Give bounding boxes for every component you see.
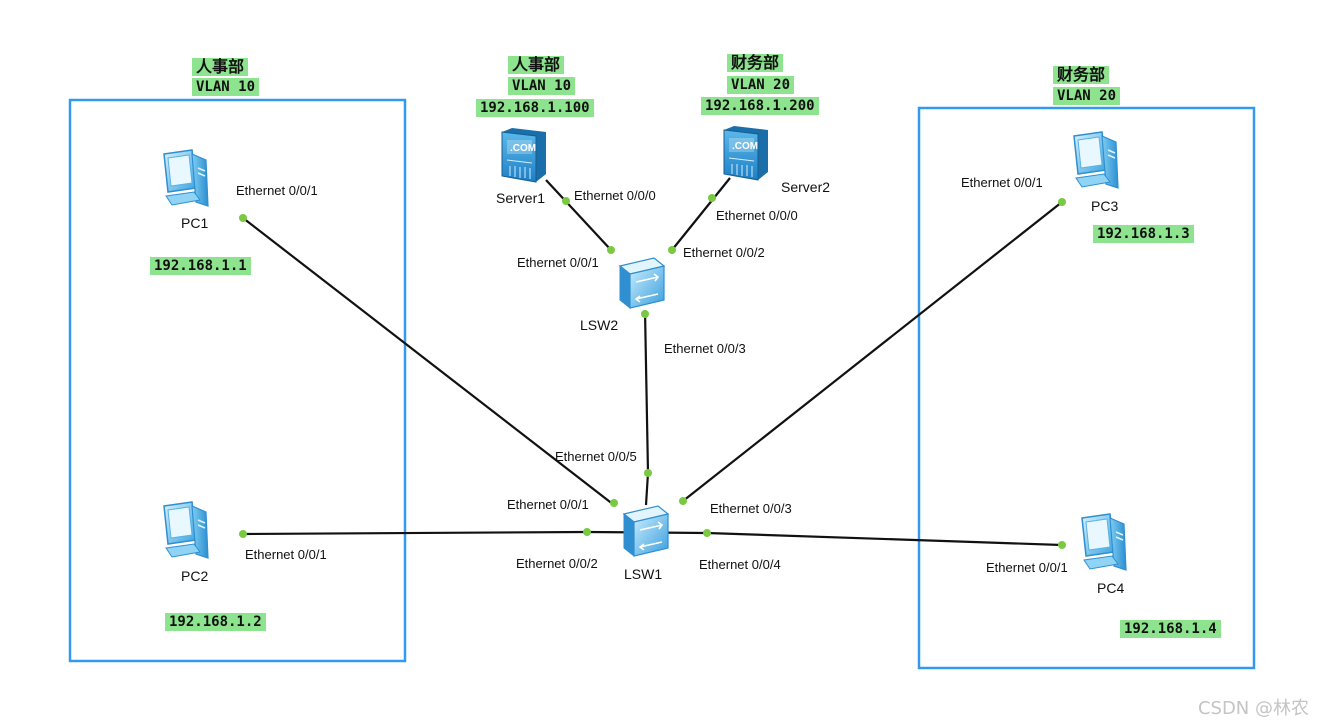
lsw2-label: LSW2: [580, 317, 619, 333]
pc2-ip-tag: 192.168.1.2: [165, 613, 266, 631]
server1-icon[interactable]: .COM: [501, 127, 547, 183]
lsw1-port5-label: Ethernet 0/0/5: [555, 449, 637, 464]
pc1-icon[interactable]: [163, 149, 209, 207]
pc2-label: PC2: [181, 568, 209, 584]
lsw1-port4-label: Ethernet 0/0/4: [699, 557, 781, 572]
link-pc4-lsw1: [706, 531, 1063, 547]
pc4-label: PC4: [1097, 580, 1125, 596]
lsw2-port3-label: Ethernet 0/0/3: [664, 341, 746, 356]
lsw1-label: LSW1: [624, 566, 663, 582]
server2-vlan-tag: VLAN 20: [727, 76, 795, 94]
links: [242, 177, 1063, 547]
pc2-icon[interactable]: [163, 501, 209, 559]
server2-icon-text: .COM: [732, 141, 758, 152]
switch-lsw2-icon[interactable]: [619, 257, 665, 309]
left-vlan-tag: VLAN 10: [192, 78, 260, 96]
server2-dept-tag: 财务部: [727, 54, 784, 72]
pc3-ip-tag: 192.168.1.3: [1093, 225, 1194, 243]
pc2-port-label: Ethernet 0/0/1: [245, 547, 327, 562]
link-server1-lsw2: [545, 179, 612, 251]
link-pc1-lsw1: [242, 217, 615, 506]
pc4-ip-tag: 192.168.1.4: [1120, 620, 1221, 638]
pc1-port-label: Ethernet 0/0/1: [236, 183, 318, 198]
link-lsw2-lsw1-tail: [644, 472, 650, 506]
pc3-port-label: Ethernet 0/0/1: [961, 175, 1043, 190]
port-dots: [239, 194, 1066, 549]
server2-label: Server2: [781, 179, 831, 195]
pc4-icon[interactable]: [1081, 513, 1127, 571]
server2-port-label: Ethernet 0/0/0: [716, 208, 798, 223]
right-dept-tag: 财务部: [1053, 66, 1110, 84]
server1-dept-tag: 人事部: [508, 56, 565, 74]
vlan20-box: [917, 106, 1256, 670]
link-pc2-lsw1: [242, 530, 588, 536]
pc3-icon[interactable]: [1073, 131, 1119, 189]
pc1-ip-tag: 192.168.1.1: [150, 257, 251, 275]
link-pc3-lsw1: [682, 201, 1063, 502]
left-dept-tag: 人事部: [192, 58, 249, 76]
pc4-port-label: Ethernet 0/0/1: [986, 560, 1068, 575]
server1-ip-tag: 192.168.1.100: [476, 99, 594, 117]
server2-ip-tag: 192.168.1.200: [701, 97, 819, 115]
lsw1-port3-label: Ethernet 0/0/3: [710, 501, 792, 516]
lsw1-port1-label: Ethernet 0/0/1: [507, 497, 589, 512]
lsw1-port2-label: Ethernet 0/0/2: [516, 556, 598, 571]
vlan10-box: [68, 98, 407, 663]
lsw2-port1-label: Ethernet 0/0/1: [517, 255, 599, 270]
server1-icon-text: .COM: [510, 143, 536, 154]
server2-icon[interactable]: .COM: [723, 125, 769, 181]
right-vlan-tag: VLAN 20: [1053, 87, 1121, 105]
watermark-text: CSDN @林农: [1197, 698, 1309, 719]
switch-lsw1-icon[interactable]: [623, 505, 669, 557]
link-lsw2-lsw1: [643, 309, 650, 474]
lsw2-port2-label: Ethernet 0/0/2: [683, 245, 765, 260]
server1-vlan-tag: VLAN 10: [508, 77, 576, 95]
pc1-label: PC1: [181, 215, 209, 231]
link-server2-lsw2: [671, 177, 731, 251]
server1-label: Server1: [496, 190, 546, 206]
pc3-label: PC3: [1091, 198, 1119, 214]
server1-port-label: Ethernet 0/0/0: [574, 188, 656, 203]
